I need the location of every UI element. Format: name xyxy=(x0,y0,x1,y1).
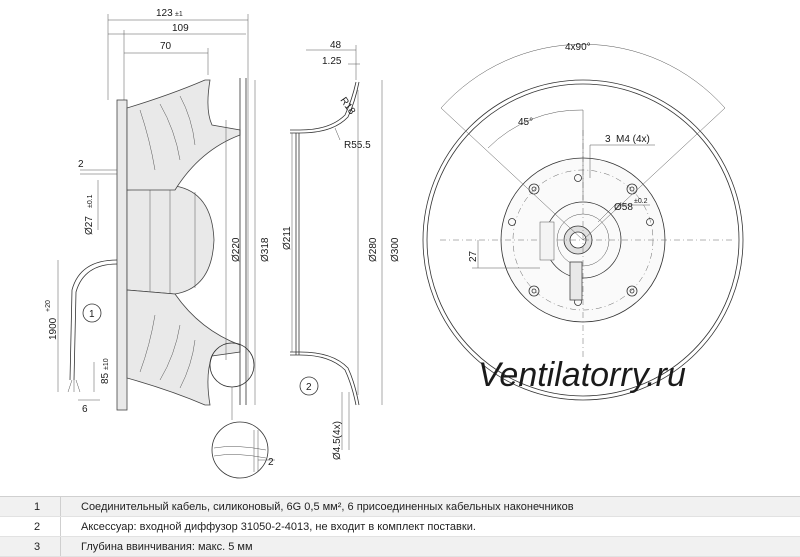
dim-48: 48 xyxy=(330,40,342,51)
radius-55-5: R55.5 xyxy=(344,140,371,151)
dim-27: Ø27 xyxy=(84,216,95,235)
dim-109: 109 xyxy=(172,23,189,34)
dim-2-bottom: 2 xyxy=(268,457,274,468)
dim-123: 123 xyxy=(156,8,173,19)
dim-220: Ø220 xyxy=(231,237,242,262)
dim-27-tol: ±0.1 xyxy=(87,194,94,208)
dim-85-tol: ±10 xyxy=(103,358,110,370)
diffuser-section-view: 48 1.25 R18 R55.5 Ø211 Ø280 Ø300 2 Ø4.5(… xyxy=(282,40,401,460)
dim-m4: M4 (4x) xyxy=(616,134,650,145)
dim-1900: 1900 xyxy=(48,317,59,340)
detail-circle xyxy=(211,421,269,479)
dim-4-5: Ø4.5(4x) xyxy=(332,421,343,460)
angle-4x90: 4x90° xyxy=(565,42,591,53)
callout-1-circle xyxy=(82,303,102,323)
dim-280: Ø280 xyxy=(368,237,379,262)
technical-drawing: 123 ±1 109 70 2 Ø27 ±0.1 xyxy=(45,8,744,479)
angle-45: 45° xyxy=(518,117,533,128)
dim-1900-tol: +20 xyxy=(45,300,52,312)
note-number: 3 xyxy=(34,540,41,553)
mount-hole xyxy=(626,183,638,195)
callout-3: 3 xyxy=(605,134,611,145)
radius-18: R18 xyxy=(338,95,358,117)
dim-58: Ø58 xyxy=(614,202,633,213)
dim-1-25: 1.25 xyxy=(322,56,342,67)
note-text: Аксессуар: входной диффузор 31050-2-4013… xyxy=(60,517,476,536)
note-row: 2 Аксессуар: входной диффузор 31050-2-40… xyxy=(0,517,800,537)
dim-318: Ø318 xyxy=(260,237,271,262)
dim-85: 85 xyxy=(100,372,111,384)
dim-58-tol: ±0.2 xyxy=(634,198,648,205)
note-number: 2 xyxy=(34,520,41,533)
fan-front-view: 4x90° 45° 3 M4 (4x) Ø58 ±0.2 27 xyxy=(422,42,744,401)
note-text: Соединительный кабель, силиконовый, 6G 0… xyxy=(60,497,574,516)
mount-hole xyxy=(626,285,638,297)
note-number: 1 xyxy=(34,500,41,513)
mount-hole xyxy=(528,183,540,195)
fan-side-view: 123 ±1 109 70 2 Ø27 ±0.1 xyxy=(45,8,275,479)
dim-300: Ø300 xyxy=(390,237,401,262)
dim-70: 70 xyxy=(160,41,172,52)
watermark: Ventilatorry.ru xyxy=(478,356,686,394)
note-row: 1 Соединительный кабель, силиконовый, 6G… xyxy=(0,497,800,517)
note-text: Глубина ввинчивания: макс. 5 мм xyxy=(60,537,253,556)
callout-1: 1 xyxy=(89,309,95,320)
callout-2: 2 xyxy=(306,382,312,393)
dim-123-tol: ±1 xyxy=(175,11,183,18)
outer-ring xyxy=(422,79,744,401)
note-row: 3 Глубина ввинчивания: макс. 5 мм xyxy=(0,537,800,557)
dim-6: 6 xyxy=(82,404,88,415)
dim-27-front: 27 xyxy=(468,250,479,262)
dim-2-top: 2 xyxy=(78,159,84,170)
notes-table: 1 Соединительный кабель, силиконовый, 6G… xyxy=(0,496,800,557)
dim-211: Ø211 xyxy=(282,226,293,250)
mount-hole xyxy=(528,285,540,297)
callout-2-circle xyxy=(299,376,319,396)
